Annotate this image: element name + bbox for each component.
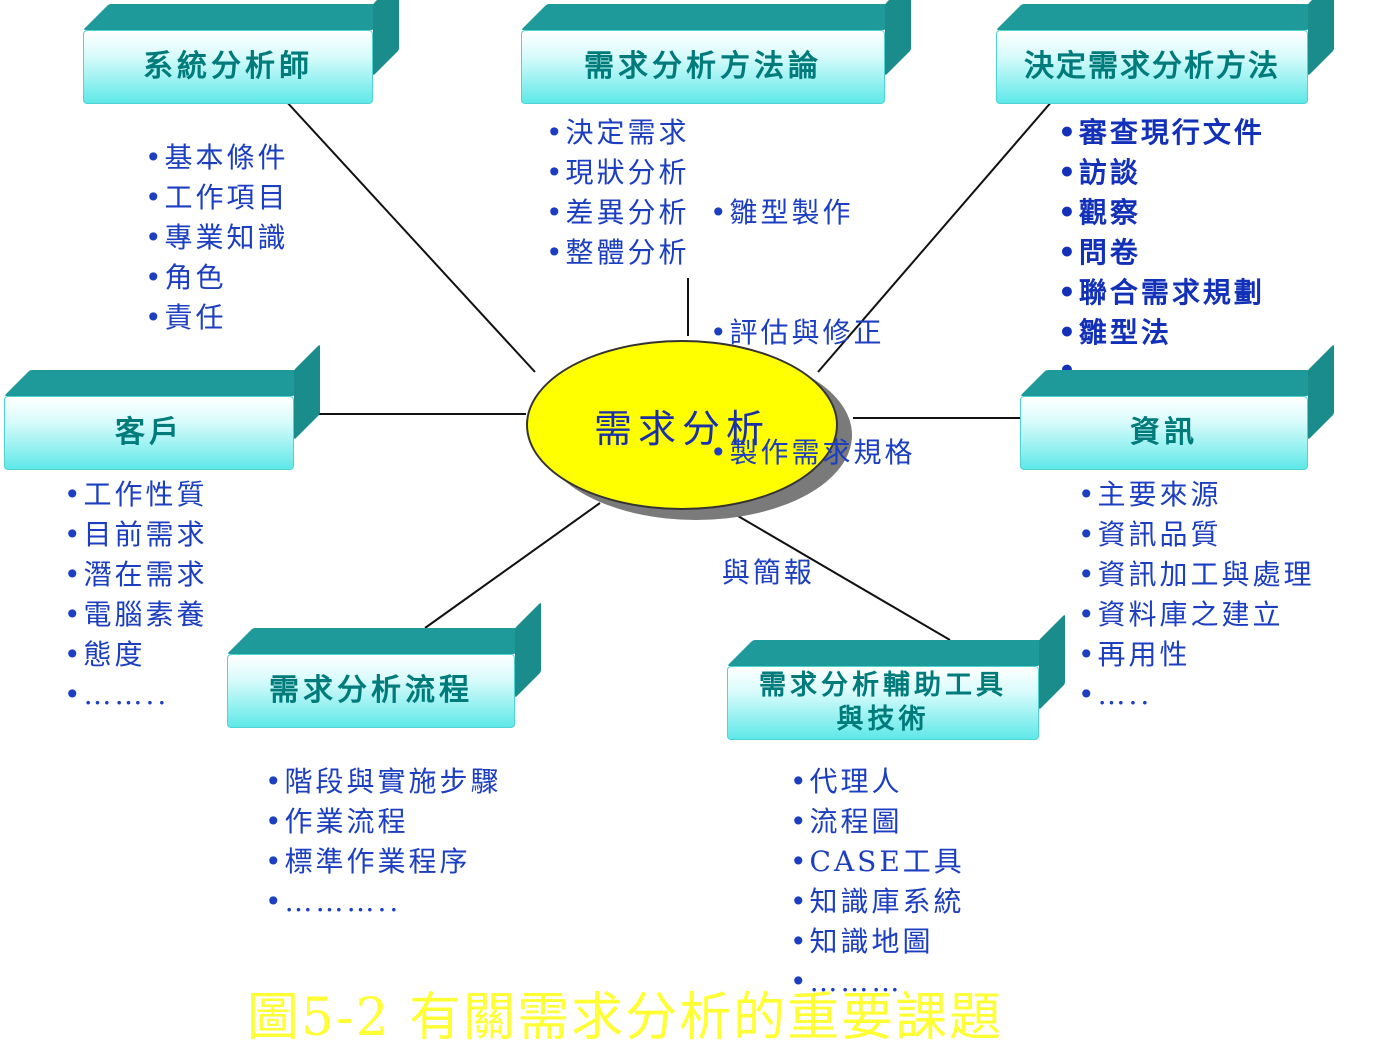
list-item: •代理人	[790, 765, 903, 798]
list-item: •責任	[145, 301, 227, 334]
list-item: •CASE工具	[790, 845, 965, 878]
list-item: •審查現行文件	[1058, 116, 1265, 149]
node-tools-title: 需求分析輔助工具 與技術	[727, 666, 1039, 740]
connector-methods	[817, 99, 1054, 373]
list-item: •聯合需求規劃	[1058, 276, 1265, 309]
figure-caption: 圖5-2 有關需求分析的重要課題	[246, 988, 1004, 1048]
node-tools-title-line1: 需求分析輔助工具	[759, 670, 1007, 702]
box-top	[521, 4, 911, 30]
list-item: •知識地圖	[790, 925, 934, 958]
box-top	[227, 628, 541, 654]
list-item: •流程圖	[790, 805, 903, 838]
box-side	[885, 0, 911, 76]
list-item: •決定需求	[546, 116, 690, 149]
node-customer-title: 客戶	[4, 396, 294, 470]
list-item: •資訊加工與處理	[1078, 558, 1315, 591]
node-methods-title: 決定需求分析方法	[996, 30, 1308, 104]
center-node: 需求分析	[526, 340, 856, 525]
list-item: •差異分析	[546, 196, 690, 229]
box-side	[1308, 0, 1334, 76]
list-item: •再用性	[1078, 638, 1191, 671]
node-methodology-title: 需求分析方法論	[521, 30, 885, 104]
node-methodology: 需求分析方法論	[521, 0, 913, 108]
list-item: •專業知識	[145, 221, 289, 254]
list-item: •問卷	[1058, 236, 1141, 269]
list-item: •潛在需求	[64, 558, 208, 591]
box-top	[4, 370, 320, 396]
node-process-title: 需求分析流程	[227, 654, 515, 728]
list-item: •觀察	[1058, 196, 1141, 229]
list-item: •主要來源	[1078, 478, 1222, 511]
list-item: •………..	[265, 885, 402, 918]
node-methodology-col2: •雛型製作 •評估與修正 •製作需求規格 與簡報	[710, 113, 916, 633]
node-process: 需求分析流程	[227, 602, 543, 730]
node-tools: 需求分析輔助工具 與技術	[727, 614, 1067, 742]
list-item: •整體分析	[546, 236, 690, 269]
box-top	[727, 640, 1065, 666]
list-item: •標準作業程序	[265, 845, 471, 878]
list-item: •評估與修正	[710, 316, 885, 349]
list-item: •目前需求	[64, 518, 208, 551]
list-item: •資訊品質	[1078, 518, 1222, 551]
list-item: •資料庫之建立	[1078, 598, 1284, 631]
node-customer-items: •工作性質 •目前需求 •潛在需求 •電腦素養 •態度 •……..	[64, 475, 208, 715]
node-methodology-col1: •決定需求 •現狀分析 •差異分析 •整體分析	[546, 113, 690, 273]
node-analyst-title: 系統分析師	[83, 30, 373, 104]
node-customer: 客戶	[4, 344, 320, 472]
list-item: •……..	[64, 678, 170, 711]
list-item: •………	[790, 965, 903, 998]
list-item: •階段與實施步驟	[265, 765, 502, 798]
list-item: 與簡報	[710, 556, 815, 589]
center-node-label: 需求分析	[526, 340, 838, 510]
box-side	[373, 0, 399, 76]
list-item: •知識庫系統	[790, 885, 965, 918]
node-analyst: 系統分析師	[83, 0, 401, 108]
node-analyst-items: •基本條件 •工作項目 •專業知識 •角色 •責任	[145, 138, 289, 338]
list-item: •製作需求規格	[710, 436, 916, 469]
node-info: 資訊	[1020, 344, 1334, 472]
node-methods-items: •審查現行文件 •訪談 •觀察 •問卷 •聯合需求規劃 •雛型法 •………	[1058, 113, 1265, 389]
list-item: •工作項目	[145, 181, 289, 214]
list-item: •態度	[64, 638, 146, 671]
box-top	[1020, 370, 1334, 396]
node-info-items: •主要來源 •資訊品質 •資訊加工與處理 •資料庫之建立 •再用性 •…..	[1078, 475, 1315, 715]
list-item: •訪談	[1058, 156, 1141, 189]
list-item: •作業流程	[265, 805, 409, 838]
list-item: •雛型法	[1058, 316, 1172, 349]
list-item: •角色	[145, 261, 227, 294]
connector-tools	[737, 515, 951, 641]
box-top	[83, 4, 399, 30]
box-top	[996, 4, 1334, 30]
list-item: •現狀分析	[546, 156, 690, 189]
list-item: •電腦素養	[64, 598, 208, 631]
list-item: •基本條件	[145, 141, 289, 174]
list-item: •雛型製作	[710, 196, 854, 229]
node-tools-items: •代理人 •流程圖 •CASE工具 •知識庫系統 •知識地圖 •………	[790, 762, 965, 1002]
connector-analyst	[284, 99, 536, 373]
node-info-title: 資訊	[1020, 396, 1308, 470]
node-methods: 決定需求分析方法	[996, 0, 1336, 108]
list-item: •工作性質	[64, 478, 208, 511]
node-tools-title-line2: 與技術	[836, 704, 930, 735]
list-item: •…..	[1078, 678, 1153, 711]
node-process-items: •階段與實施步驟 •作業流程 •標準作業程序 •………..	[265, 762, 502, 922]
connector-process	[424, 502, 601, 629]
